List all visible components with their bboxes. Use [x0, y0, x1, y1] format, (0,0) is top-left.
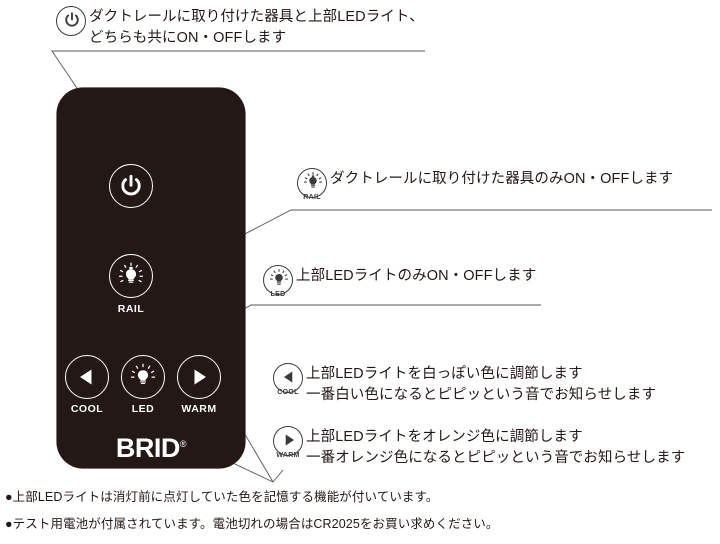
callout-cool-sublabel: COOL [277, 389, 299, 396]
remote-cool-label: COOL [70, 403, 104, 415]
icon-ring [56, 6, 86, 36]
power-icon [121, 174, 141, 196]
triangle-right-icon [285, 434, 295, 446]
callout-rail: RAIL ダクトレールに取り付けた器具のみON・OFFします [296, 168, 673, 202]
remote-power-button[interactable] [109, 164, 153, 208]
callout-warm-text: 上部LEDライトをオレンジ色に調節します 一番オレンジ色になるとピピッという音で… [306, 429, 686, 466]
remote-cool-button[interactable] [65, 355, 109, 399]
leader-line-rail [186, 209, 712, 265]
callout-warm-sublabel: WARM [276, 452, 300, 459]
remote-warm-label: WARM [181, 403, 217, 415]
callout-led-icon-wrap: LED [262, 265, 296, 299]
callout-cool: COOL 上部LEDライトを白っぽい色に調節します 一番白い色になるとピピッとい… [272, 363, 656, 405]
remote-rail-button[interactable] [109, 254, 153, 298]
callout-led-text: 上部LEDライトのみON・OFFします [296, 268, 537, 284]
callout-power-icon-wrap [55, 6, 89, 40]
callout-warm-icon-wrap: WARM [272, 426, 306, 460]
bulb-led-icon [270, 269, 288, 285]
triangle-right-icon [194, 369, 206, 385]
callout-cool-icon-wrap: COOL [272, 363, 306, 397]
callout-warm: WARM 上部LEDライトをオレンジ色に調節します 一番オレンジ色になるとピピッ… [272, 426, 685, 468]
footnote-memory: ●上部LEDライトは消灯前に点灯していた色を記憶する機能が付いています。 [5, 490, 439, 504]
bulb-rail-icon [304, 172, 322, 188]
callout-rail-sublabel: RAIL [303, 194, 321, 201]
bulb-rail-icon [118, 262, 144, 283]
remote-rail-label: RAIL [117, 303, 145, 315]
leader-line-warm-tail [272, 469, 284, 483]
callout-led: LED 上部LEDライトのみON・OFFします [262, 265, 536, 299]
triangle-left-icon [80, 369, 92, 385]
brand-logo: BRID® [57, 433, 245, 464]
remote-control-body: RAIL COOL [57, 88, 245, 468]
callout-rail-icon-wrap: RAIL [296, 168, 330, 202]
icon-ring [263, 265, 293, 295]
remote-warm-button[interactable] [177, 355, 221, 399]
icon-ring [273, 426, 303, 456]
icon-ring [297, 168, 327, 198]
icon-ring [273, 363, 303, 393]
registered-mark: ® [179, 439, 187, 449]
callout-cool-text: 上部LEDライトを白っぽい色に調節します 一番白い色になるとピピッという音でお知… [306, 366, 657, 403]
remote-led-label: LED [131, 403, 155, 415]
footnotes: ●上部LEDライトは消灯前に点灯していた色を記憶する機能が付いています。 ●テス… [5, 490, 705, 544]
remote-led-button[interactable] [121, 355, 165, 399]
callout-led-sublabel: LED [270, 291, 286, 298]
callout-power: ダクトレールに取り付けた器具と上部LEDライト、 どちらも共にON・OFFします [55, 6, 424, 48]
triangle-left-icon [283, 371, 293, 383]
brand-text: BRID [115, 433, 181, 463]
footnote-battery: ●テスト用電池が付属されています。電池切れの場合はCR2025をお買い求めくださ… [5, 517, 499, 531]
callout-rail-text: ダクトレールに取り付けた器具のみON・OFFします [330, 171, 674, 187]
bulb-led-icon [130, 363, 156, 385]
callout-power-text: ダクトレールに取り付けた器具と上部LEDライト、 どちらも共にON・OFFします [89, 9, 424, 46]
power-icon [65, 12, 79, 27]
